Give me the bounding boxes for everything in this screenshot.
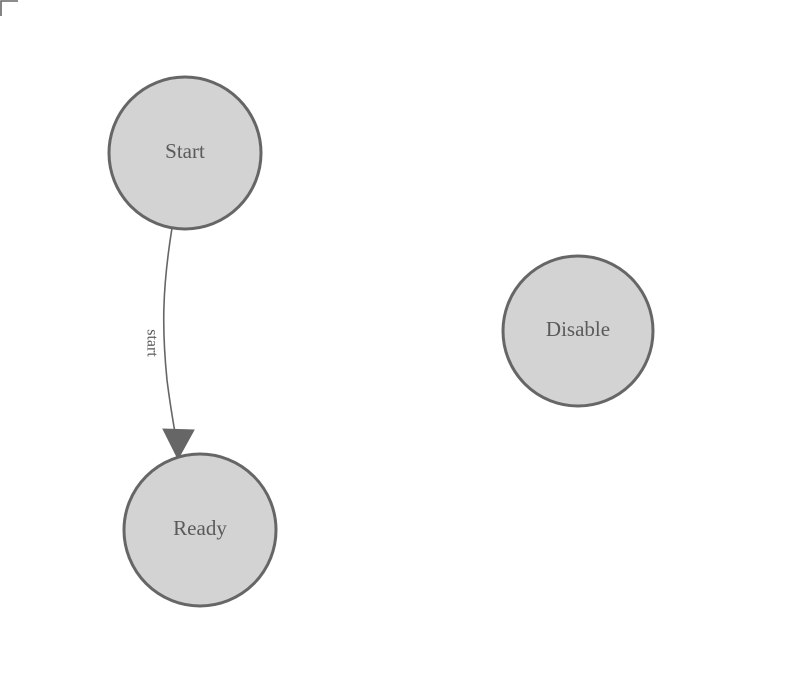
edge-start-to-ready-label: start bbox=[143, 329, 160, 357]
node-disable-circle bbox=[501, 254, 655, 408]
edge-start-to-ready-path bbox=[162, 227, 179, 451]
node-ready-circle bbox=[122, 452, 278, 608]
canvas-corner-mark-icon bbox=[0, 0, 18, 16]
edge-start-to-ready-arrowhead-icon bbox=[162, 428, 195, 461]
edge-start-to-ready[interactable]: start bbox=[143, 227, 195, 461]
node-start-label: Start bbox=[165, 139, 205, 163]
node-ready[interactable]: Ready bbox=[122, 452, 278, 608]
node-start[interactable]: Start bbox=[107, 75, 263, 231]
node-disable[interactable]: Disable bbox=[501, 254, 655, 408]
node-start-circle bbox=[107, 75, 263, 231]
node-disable-label: Disable bbox=[546, 317, 610, 341]
node-ready-label: Ready bbox=[173, 516, 227, 540]
